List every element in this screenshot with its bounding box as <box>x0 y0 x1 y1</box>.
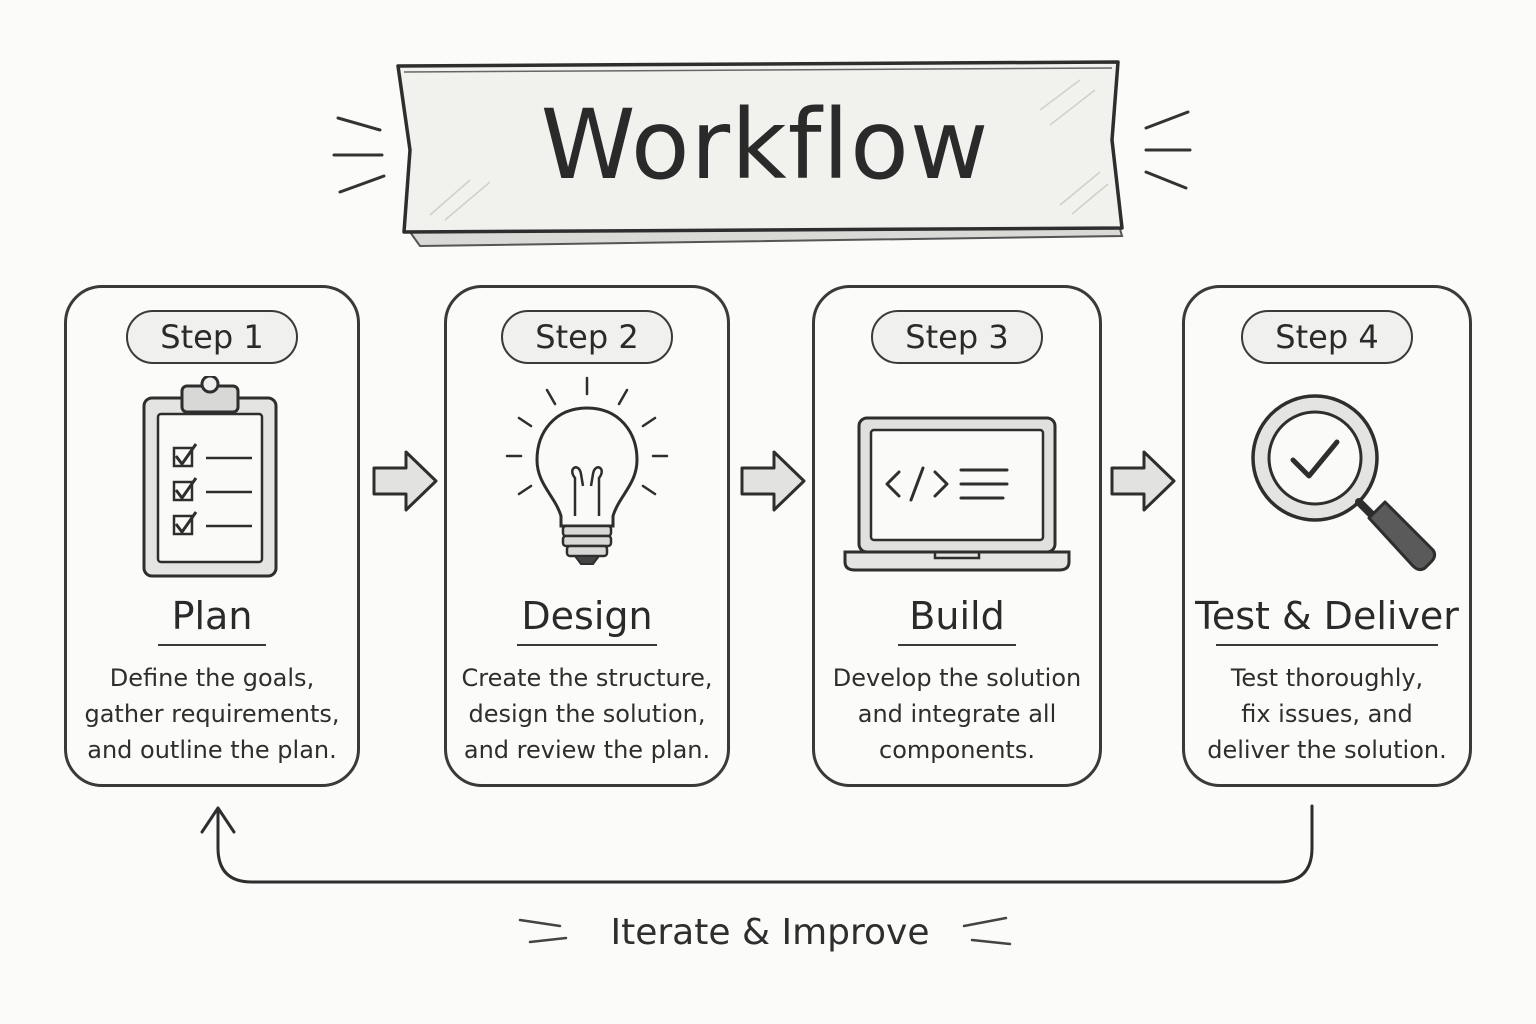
next-step-arrow <box>1110 450 1176 512</box>
desc-line: Develop the solution <box>832 664 1082 692</box>
step-badge: Step 1 <box>126 310 298 364</box>
step-title: Plan <box>171 594 253 638</box>
step-card-test-deliver: Step 4 Test & Deliver Test thoroughly, f… <box>1182 285 1472 787</box>
next-step-arrow <box>372 450 438 512</box>
step-title: Design <box>521 594 653 638</box>
step-badge: Step 3 <box>871 310 1043 364</box>
step-description: Test thoroughly, fix issues, and deliver… <box>1195 660 1459 768</box>
diagram-title: Workflow <box>540 89 990 201</box>
step-card-build: Step 3 Build Develop the solution and in… <box>812 285 1102 787</box>
clipboard-checklist-icon <box>142 376 278 578</box>
step-badge: Step 4 <box>1241 310 1413 364</box>
magnifier-check-icon <box>1251 394 1437 572</box>
banner-hatching <box>429 79 1109 221</box>
desc-line: Test thoroughly, <box>1230 664 1424 692</box>
desc-line: deliver the solution. <box>1207 736 1447 764</box>
desc-line: and review the plan. <box>463 736 711 764</box>
desc-line: components. <box>879 736 1035 764</box>
iterate-label: Iterate & Improve <box>610 911 930 953</box>
title-underline <box>517 644 657 646</box>
title-underline <box>898 644 1016 646</box>
banner-frame <box>396 60 1124 234</box>
iterate-loop-arrow <box>216 804 1314 884</box>
laptop-code-icon <box>843 416 1071 572</box>
desc-line: and integrate all <box>857 700 1057 728</box>
step-title: Build <box>909 594 1005 638</box>
lightbulb-icon <box>505 376 669 565</box>
burst-left <box>332 116 386 194</box>
desc-line: Create the structure, <box>461 664 713 692</box>
step-card-design: Step 2 Design Create the structur <box>444 285 730 787</box>
step-title: Test & Deliver <box>1195 594 1459 638</box>
desc-line: fix issues, and <box>1241 700 1413 728</box>
loop-label-dashes <box>518 916 1012 946</box>
desc-line: gather requirements, <box>84 700 340 728</box>
step-card-plan: Step 1 Plan Define the goals, gather req… <box>64 285 360 787</box>
loop-arrowhead <box>200 806 236 834</box>
step-description: Define the goals, gather requirements, a… <box>77 660 347 768</box>
desc-line: and outline the plan. <box>87 736 337 764</box>
desc-line: design the solution, <box>468 700 706 728</box>
step-description: Create the structure, design the solutio… <box>457 660 717 768</box>
step-description: Develop the solution and integrate all c… <box>825 660 1089 768</box>
burst-right <box>1144 110 1192 190</box>
step-badge: Step 2 <box>501 310 673 364</box>
title-underline <box>158 644 266 646</box>
next-step-arrow <box>740 450 806 512</box>
desc-line: Define the goals, <box>109 664 315 692</box>
title-underline <box>1216 644 1438 646</box>
